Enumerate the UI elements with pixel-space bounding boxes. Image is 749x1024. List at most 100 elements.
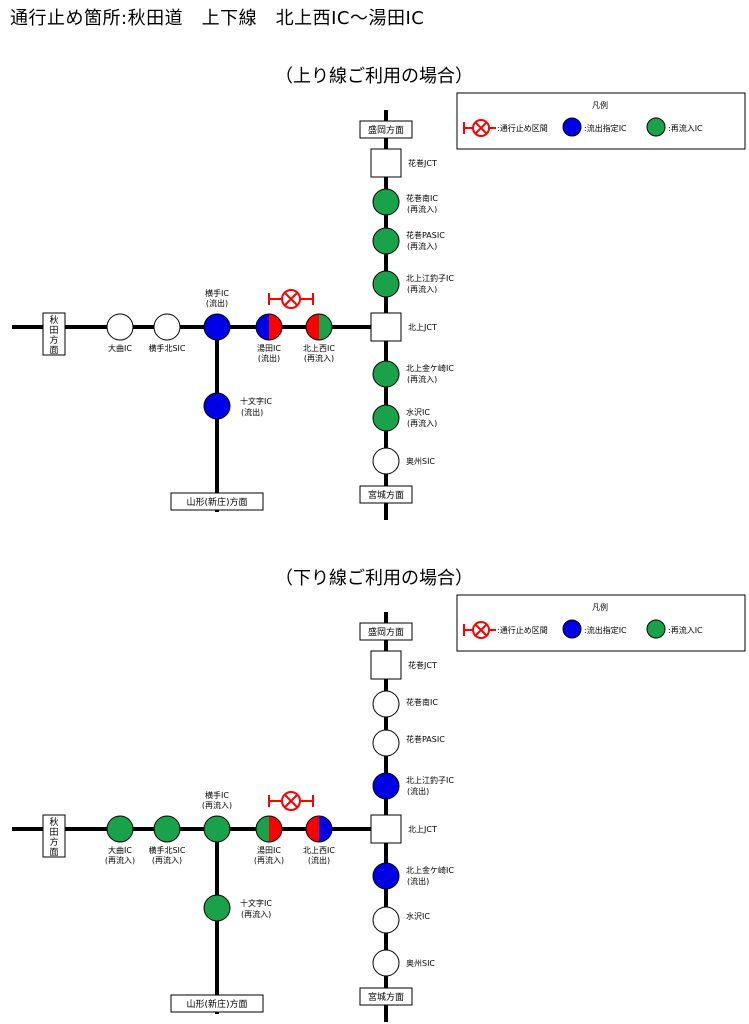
direction-miyagi-box [359, 987, 413, 1006]
ic-yokote-kita: 横手北SIC [148, 313, 186, 353]
ic-status: (再流入) [254, 855, 284, 865]
direction-akita-box [42, 814, 66, 858]
direction-morioka-label: 盛岡方面 [368, 626, 404, 638]
ic-name: 奥州SIC [406, 456, 435, 466]
legend-blue-dot [562, 619, 582, 639]
ic-status: (再流入) [407, 418, 437, 428]
ic-kitakami-nishi-marker-right-half [319, 314, 332, 340]
ic-yuda: 湯田IC(流出) [255, 313, 283, 363]
ic-mizusawa: 水沢IC(再流入) [372, 404, 437, 432]
ic-hanamaki-minami: 花巻南IC(再流入) [372, 188, 438, 216]
ic-kitakami-nishi: 北上西IC(流出) [303, 815, 335, 865]
ic-oshu-marker [372, 447, 400, 475]
ic-name: 横手IC [205, 790, 229, 800]
ic-kitakami-kanegasaki-marker [372, 862, 400, 890]
ic-name: 横手IC [205, 288, 229, 298]
ic-kitakami-ezuriko: 北上江釣子IC(再流入) [372, 270, 454, 298]
ic-name: 北上JCT [408, 323, 437, 332]
panel-up: （上り線ご利用の場合）凡例:通行止め区間:流出指定IC:再流入IC秋田方面盛岡方… [12, 66, 746, 520]
direction-morioka-box [359, 120, 413, 139]
ic-name: 横手北SIC [148, 343, 185, 353]
legend-box [456, 594, 746, 652]
ic-yuda-marker-right-half [269, 816, 282, 842]
ic-status: (再流入) [407, 204, 437, 214]
ic-status: (再流入) [304, 353, 334, 363]
ic-name: 湯田IC [257, 343, 281, 353]
legend-title: 凡例 [592, 602, 608, 612]
ic-jumonji: 十文字IC(再流入) [203, 894, 272, 922]
ic-oshu: 奥州SIC [372, 447, 435, 475]
ic-name: 十文字IC [240, 396, 272, 406]
direction-morioka-box [359, 622, 413, 641]
ic-status: (再流入) [202, 800, 232, 810]
ic-hanamaki-jct-marker [370, 650, 402, 680]
ic-status: (再流入) [407, 374, 437, 384]
ic-omagari: 大曲IC(再流入) [105, 815, 135, 865]
legend-title: 凡例 [592, 100, 608, 110]
ic-kitakami-nishi-marker-outline [305, 815, 333, 843]
ic-yokote-marker [203, 313, 231, 341]
direction-akita-char: 秋 [49, 314, 58, 326]
legend-box [456, 92, 746, 150]
ic-name: 花巻南IC [406, 697, 438, 707]
ic-yokote-kita: 横手北SIC(再流入) [148, 815, 186, 865]
ic-omagari-marker [106, 313, 134, 341]
ic-name: 北上金ケ崎IC [406, 865, 454, 875]
ic-jumonji-marker [203, 894, 231, 922]
panel-down: （下り線ご利用の場合）凡例:通行止め区間:流出指定IC:再流入IC秋田方面盛岡方… [12, 568, 746, 1022]
legend-green-dot [646, 619, 666, 639]
ic-status: (再流入) [407, 284, 437, 294]
ic-hanamaki-minami-marker [372, 188, 400, 216]
legend-closure-x-b [475, 122, 487, 134]
ic-name: 北上江釣子IC [406, 273, 454, 283]
ic-yuda-marker-left-half [256, 816, 269, 842]
ic-status: (流出) [258, 353, 280, 363]
ic-name: 花巻PASIC [406, 230, 445, 240]
direction-morioka: 盛岡方面 [359, 622, 413, 641]
ic-yokote-kita-marker [153, 313, 181, 341]
ic-kitakami-jct: 北上JCT [370, 814, 437, 844]
ic-name: 花巻JCT [408, 660, 437, 670]
closure-x-b [284, 292, 298, 306]
ic-status: (流出) [206, 298, 228, 308]
direction-morioka-label: 盛岡方面 [368, 124, 404, 136]
ic-kitakami-ezuriko: 北上江釣子IC(流出) [372, 772, 454, 800]
ic-jumonji: 十文字IC(流出) [203, 392, 272, 420]
ic-kitakami-nishi-marker-right-half [319, 816, 332, 842]
ic-kitakami-jct: 北上JCT [370, 312, 437, 342]
ic-hanamaki-jct: 花巻JCT [370, 650, 437, 680]
ic-name: 水沢IC [406, 407, 430, 417]
direction-miyagi-box [359, 485, 413, 504]
ic-name: 十文字IC [240, 898, 272, 908]
ic-kitakami-ezuriko-marker [372, 772, 400, 800]
ic-name: 北上江釣子IC [406, 775, 454, 785]
direction-akita-box [42, 312, 66, 356]
ic-omagari: 大曲IC [106, 313, 134, 353]
ic-kitakami-nishi-marker-left-half [306, 816, 319, 842]
direction-yamagata-label: 山形(新庄)方面 [186, 496, 247, 508]
legend: 凡例:通行止め区間:流出指定IC:再流入IC [456, 92, 746, 150]
ic-status: (流出) [407, 786, 429, 796]
ic-status: (再流入) [105, 855, 135, 865]
direction-akita-char: 方 [49, 836, 58, 848]
legend: 凡例:通行止め区間:流出指定IC:再流入IC [456, 594, 746, 652]
legend-blue-dot [562, 117, 582, 137]
direction-morioka: 盛岡方面 [359, 120, 413, 139]
ic-yuda-marker-outline [255, 815, 283, 843]
direction-yamagata-label: 山形(新庄)方面 [186, 998, 247, 1010]
ic-yokote-kita-marker [153, 815, 181, 843]
direction-miyagi: 宮城方面 [359, 987, 413, 1006]
direction-yamagata: 山形(新庄)方面 [170, 492, 264, 511]
legend-blue-label: :流出指定IC [584, 625, 627, 635]
ic-kitakami-kanegasaki-marker [372, 360, 400, 388]
ic-yokote: 横手IC(流出) [203, 288, 231, 341]
ic-name: 北上西IC [303, 846, 335, 855]
ic-name: 横手北SIC [148, 845, 185, 855]
page-title: 通行止め箇所:秋田道 上下線 北上西IC〜湯田IC [10, 8, 425, 29]
ic-kitakami-nishi: 北上西IC(再流入) [303, 313, 335, 363]
closure-section-icon [268, 289, 314, 309]
ic-name: 湯田IC [257, 845, 281, 855]
ic-name: 水沢IC [406, 911, 430, 921]
